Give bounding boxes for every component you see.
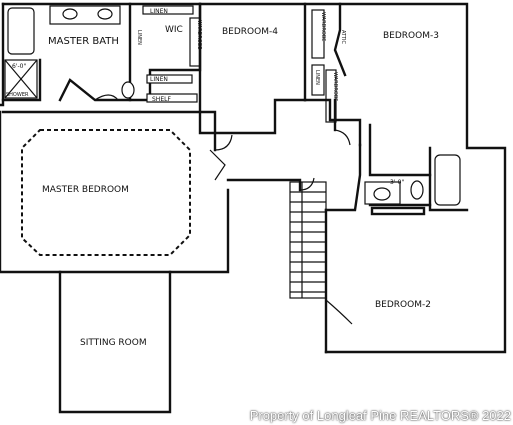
- sink-left: [62, 8, 78, 20]
- label-linen-top: LINEN: [150, 8, 168, 15]
- room-label-bedroom-4: BEDROOM-4: [222, 27, 278, 37]
- label-shower: SHOWER: [6, 92, 29, 98]
- hall-sink: [373, 187, 391, 201]
- label-vanity-size: 3'-0": [390, 179, 404, 186]
- label-wardrobe-right: WARDROBE: [332, 72, 338, 101]
- watermark: Property of Longleaf Pine REALTORS® 2022: [249, 408, 511, 423]
- hall-toilet: [410, 180, 424, 200]
- toilet: [121, 81, 135, 99]
- room-label-master-bedroom: MASTER BEDROOM: [42, 185, 129, 195]
- closets: [189, 9, 337, 123]
- room-label-master-bath: MASTER BATH: [48, 36, 119, 47]
- outer-walls: [0, 2, 507, 414]
- label-attic: ATTIC: [340, 30, 346, 45]
- label-linen-low: LINEN: [314, 70, 320, 85]
- hall-bath-fixtures: [364, 154, 461, 216]
- room-label-sitting-room: SITTING ROOM: [80, 338, 147, 348]
- bathtub: [7, 7, 35, 55]
- interior-walls: [1, 2, 469, 212]
- label-linen-mid: LINEN: [150, 76, 168, 83]
- hall-bathtub: [434, 154, 461, 206]
- room-label-wic: WIC: [165, 25, 183, 35]
- sink-right: [97, 8, 113, 20]
- label-linen-left: LINEN: [136, 30, 142, 45]
- room-label-bedroom-2: BEDROOM-2: [375, 300, 431, 310]
- room-label-bedroom-3: BEDROOM-3: [383, 31, 439, 41]
- label-wardrobe-top: WARDROBE: [196, 20, 202, 49]
- label-shower-size: 6'-0": [12, 63, 26, 70]
- door-swings: [94, 94, 353, 325]
- tray-ceiling-outline: [21, 129, 191, 256]
- label-wardrobe-left: WARDROBE: [320, 12, 326, 41]
- staircase: [289, 181, 327, 299]
- master-bath-fixtures: [4, 5, 198, 103]
- label-shelf: SHELF: [152, 96, 171, 103]
